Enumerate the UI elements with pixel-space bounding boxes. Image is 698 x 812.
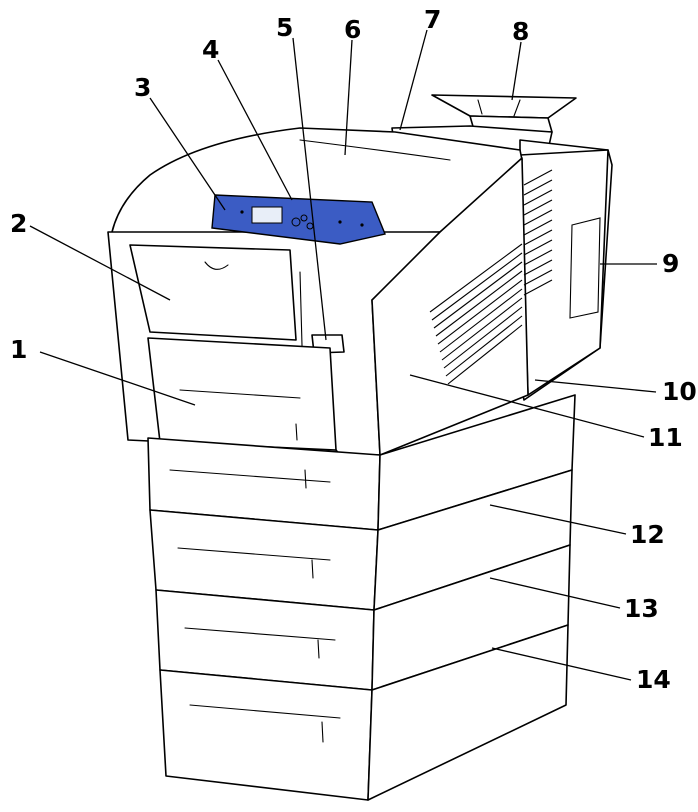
control-panel [211,194,386,245]
callout-1: 1 [10,335,27,364]
side-door-panel [569,217,601,319]
control-panel-display [251,206,283,224]
callout-numbers: 1 2 3 4 5 6 7 8 9 10 11 12 13 14 [10,5,697,694]
leader-lines [29,29,657,681]
optional-tray-5 [159,624,569,801]
leader-8 [511,41,522,101]
callout-14: 14 [636,665,671,694]
leader-13 [489,577,621,609]
leader-3 [149,97,226,211]
callout-9: 9 [662,249,679,278]
callout-6: 6 [344,15,361,44]
printer-front-body [107,157,601,456]
leader-10 [534,379,657,393]
callout-11: 11 [648,423,683,452]
callout-5: 5 [276,13,293,42]
callout-7: 7 [424,5,441,34]
leader-12 [489,504,627,535]
leader-2 [29,225,171,301]
callout-2: 2 [10,209,27,238]
leader-11 [409,374,645,438]
callout-10: 10 [662,377,697,406]
leader-7 [399,29,428,131]
leader-5 [292,37,327,341]
callout-12: 12 [630,520,665,549]
callout-4: 4 [202,35,219,64]
callout-8: 8 [512,17,529,46]
callout-3: 3 [134,73,151,102]
callout-13: 13 [624,594,659,623]
multipurpose-tray [129,244,297,341]
leader-14 [491,647,632,681]
printer-illustration [107,94,613,801]
optional-tray-3 [149,469,573,611]
leader-4 [217,59,293,201]
leader-1 [39,351,196,406]
side-vents [429,169,553,385]
leader-6 [344,39,353,156]
